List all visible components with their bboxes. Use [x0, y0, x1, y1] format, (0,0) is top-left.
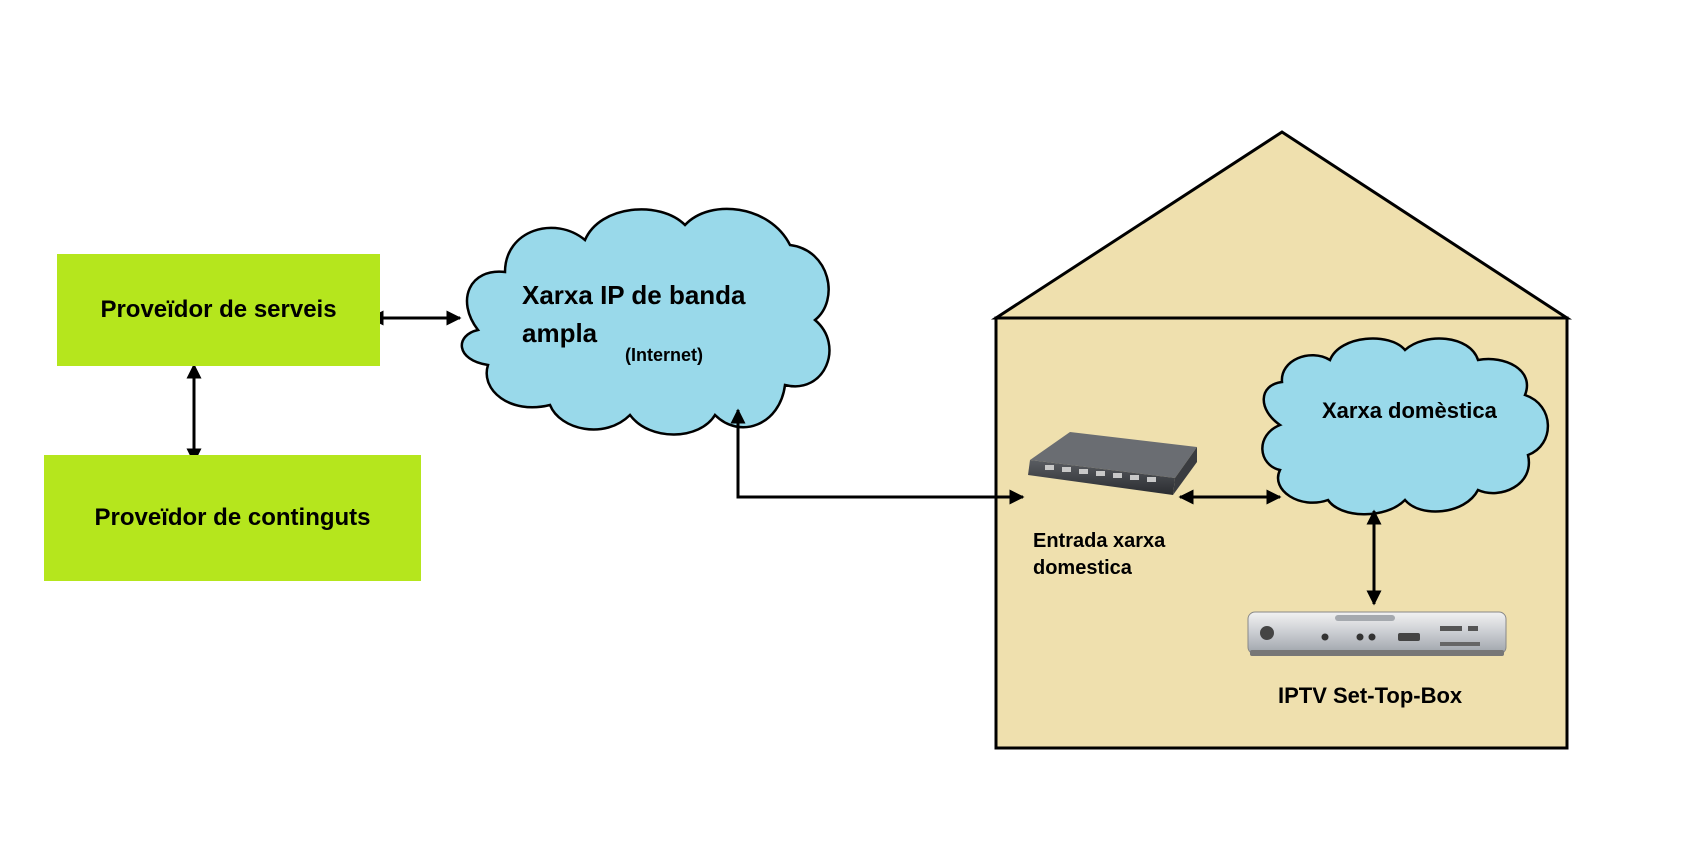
gateway-label-line2: domestica [1033, 557, 1132, 579]
internet-cloud-label-line1: Xarxa IP de banda [522, 280, 746, 310]
internet-cloud-label-line2: ampla [522, 318, 598, 348]
arrow-internet-gateway [730, 408, 1025, 505]
content-provider-box: Proveïdor de continguts [44, 455, 421, 581]
set-top-box-icon [1247, 611, 1507, 656]
network-gateway-icon [1028, 432, 1197, 495]
internet-cloud-sublabel: (Internet) [625, 345, 703, 365]
house-roof [990, 130, 1573, 320]
home-network-cloud-label: Xarxa domèstica [1322, 398, 1497, 423]
connectors [186, 310, 1382, 606]
service-provider-label: Proveïdor de serveis [100, 296, 337, 323]
home-network-cloud [1261, 337, 1550, 516]
set-top-box-label: IPTV Set-Top-Box [1278, 683, 1463, 708]
content-provider-label: Proveïdor de continguts [94, 504, 371, 531]
internet-cloud [460, 207, 831, 436]
gateway-label-line1: Entrada xarxa [1033, 530, 1166, 552]
service-provider-box: Proveïdor de serveis [57, 254, 380, 366]
